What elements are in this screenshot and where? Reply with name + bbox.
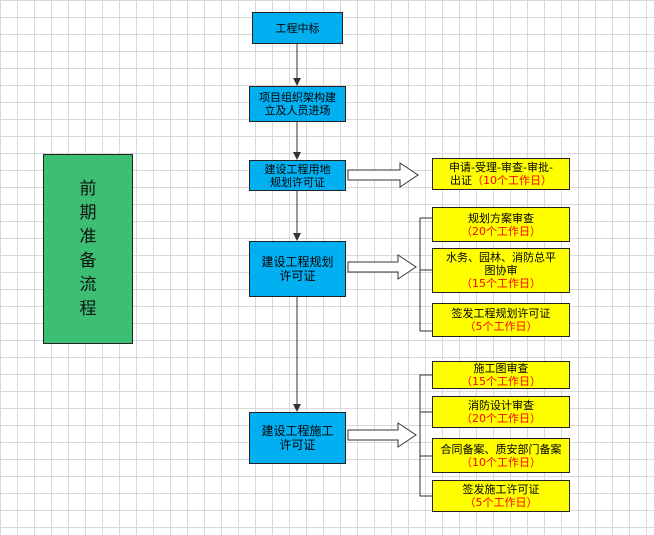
construction-detail-drawing-review: 施工图审查 （15个工作日） [432, 361, 570, 389]
construction-detail-filing: 合同备案、质安部门备案 （10个工作日） [432, 438, 570, 473]
land-detail-line1: 申请-受理-审查-审批- [449, 161, 553, 174]
step-planning-permit-line2: 许可证 [279, 269, 316, 283]
construction-detail-4-days: （5个工作日） [464, 496, 538, 509]
planning-detail-scheme-review: 规划方案审查 （20个工作日） [432, 207, 570, 242]
construction-detail-issue-permit: 签发施工许可证 （5个工作日） [432, 480, 570, 512]
step-land-permit-line2: 规划许可证 [270, 175, 325, 189]
side-label-box: 前 期 准 备 流 程 [43, 154, 133, 344]
construction-detail-2-text: 消防设计审查 [468, 399, 534, 412]
land-detail-days: （10个工作日） [472, 174, 552, 187]
step-team-setup-line1: 项目组织架构建 [259, 91, 336, 104]
step-team-setup-line2: 立及人员进场 [264, 104, 331, 117]
side-char-2: 期 [79, 203, 97, 223]
step-construction-permit: 建设工程施工 许可证 [249, 412, 346, 464]
construction-detail-1-text: 施工图审查 [473, 362, 529, 375]
planning-detail-2-line1: 水务、园林、消防总平 [446, 251, 556, 264]
planning-detail-joint-review: 水务、园林、消防总平 图协审 （15个工作日） [432, 248, 570, 293]
side-char-1: 前 [79, 179, 97, 199]
step-bid-won: 工程中标 [252, 12, 343, 44]
planning-detail-2-line2: 图协审 [484, 264, 518, 277]
step-bid-won-label: 工程中标 [275, 21, 320, 35]
side-char-4: 备 [79, 251, 97, 271]
construction-detail-3-days: （10个工作日） [461, 455, 541, 469]
step-construction-permit-line2: 许可证 [279, 438, 316, 452]
hollow-arrow-land [347, 162, 419, 188]
side-char-6: 程 [79, 299, 97, 319]
land-detail-prefix: 出证 [450, 174, 472, 187]
construction-detail-3-text: 合同备案、质安部门备案 [440, 442, 562, 456]
planning-detail-issue-permit: 签发工程规划许可证 （5个工作日） [432, 303, 570, 337]
planning-detail-3-days: （5个工作日） [464, 320, 538, 333]
bracket-construction [419, 374, 432, 497]
side-char-5: 流 [79, 275, 97, 295]
land-detail-line2: 出证（10个工作日） [450, 174, 552, 187]
step-land-permit: 建设工程用地 规划许可证 [249, 160, 346, 191]
land-permit-detail: 申请-受理-审查-审批- 出证（10个工作日） [432, 158, 570, 190]
construction-detail-1-days: （15个工作日） [461, 375, 541, 388]
step-construction-permit-line1: 建设工程施工 [261, 424, 334, 438]
construction-detail-2-days: （20个工作日） [461, 412, 541, 425]
construction-detail-4-text: 签发施工许可证 [462, 483, 540, 496]
planning-detail-3-text: 签发工程规划许可证 [451, 307, 551, 320]
hollow-arrow-planning [347, 254, 417, 280]
step-land-permit-line1: 建设工程用地 [264, 162, 331, 176]
planning-detail-1-text: 规划方案审查 [468, 211, 534, 225]
step-planning-permit: 建设工程规划 许可证 [249, 241, 346, 297]
hollow-arrow-construction [347, 422, 417, 448]
construction-detail-fire-review: 消防设计审查 （20个工作日） [432, 396, 570, 428]
side-char-3: 准 [79, 227, 97, 247]
step-planning-permit-line1: 建设工程规划 [261, 255, 334, 269]
bracket-planning [419, 217, 432, 332]
planning-detail-1-days: （20个工作日） [461, 224, 541, 238]
planning-detail-2-days: （15个工作日） [461, 277, 541, 290]
step-team-setup: 项目组织架构建 立及人员进场 [249, 86, 346, 122]
